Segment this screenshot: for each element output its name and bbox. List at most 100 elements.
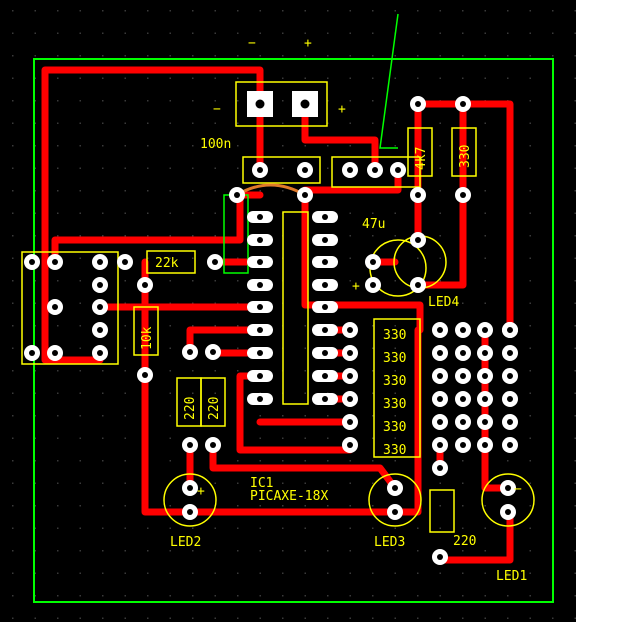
grid-dot <box>529 347 531 349</box>
grid-dot <box>462 527 464 529</box>
pad <box>182 504 198 520</box>
grid-dot <box>529 370 531 372</box>
label-ic-name: PICAXE-18X <box>250 489 328 504</box>
pad <box>365 277 381 293</box>
grid-dot <box>102 572 104 574</box>
pad <box>477 368 493 384</box>
pad <box>432 345 448 361</box>
grid-dot <box>394 347 396 349</box>
grid-dot <box>349 212 351 214</box>
grid-dot <box>79 257 81 259</box>
label-battery-minus: − <box>248 36 256 51</box>
grid-dot <box>192 280 194 282</box>
label-battery-plus: + <box>304 36 312 51</box>
grid-dot <box>169 595 171 597</box>
grid-dot <box>237 167 239 169</box>
grid-dot <box>259 437 261 439</box>
grid-dot <box>529 257 531 259</box>
grid-dot <box>574 505 576 507</box>
led3-outline <box>368 473 422 527</box>
grid-dot <box>147 617 149 619</box>
pad <box>312 279 338 291</box>
grid-dot <box>34 392 36 394</box>
grid-dot <box>102 550 104 552</box>
label-r-330-bank-3: 330 <box>383 374 406 389</box>
grid-dot <box>349 505 351 507</box>
grid-dot <box>372 572 374 574</box>
grid-dot <box>349 460 351 462</box>
pad <box>47 299 63 315</box>
pad <box>455 414 471 430</box>
r-22k-outline <box>146 250 196 274</box>
silkscreen <box>21 81 535 533</box>
pad <box>207 254 223 270</box>
grid-dot <box>169 325 171 327</box>
grid-dot <box>102 190 104 192</box>
grid-dot <box>439 617 441 619</box>
grid-dot <box>439 527 441 529</box>
label-led3: LED3 <box>374 535 405 550</box>
label-r-330-bank-2: 330 <box>383 351 406 366</box>
grid-dot <box>192 167 194 169</box>
grid-dot <box>102 527 104 529</box>
label-r-220-a: 220 <box>183 397 198 420</box>
grid-dot <box>327 55 329 57</box>
grid-dot <box>169 347 171 349</box>
grid-dot <box>12 505 14 507</box>
grid-dot <box>484 167 486 169</box>
grid-dot <box>147 122 149 124</box>
grid-dot <box>372 77 374 79</box>
grid-dot <box>147 527 149 529</box>
grid-dot <box>574 370 576 372</box>
pad <box>24 254 40 270</box>
grid-dot <box>79 415 81 417</box>
grid-dot <box>169 617 171 619</box>
grid-dot <box>147 77 149 79</box>
grid-dot <box>394 10 396 12</box>
grid-dot <box>304 347 306 349</box>
grid-dot <box>34 55 36 57</box>
grid-dot <box>394 325 396 327</box>
grid-dot <box>259 595 261 597</box>
pcb-background <box>0 0 576 622</box>
regulator-outline <box>331 156 421 188</box>
grid-dot <box>214 280 216 282</box>
grid-dot <box>79 550 81 552</box>
grid-dot <box>394 437 396 439</box>
grid-dot <box>214 100 216 102</box>
grid-dot <box>237 505 239 507</box>
grid-dot <box>282 55 284 57</box>
pad <box>432 437 448 453</box>
grid-dot <box>372 482 374 484</box>
grid-dot <box>214 212 216 214</box>
grid-dot <box>349 527 351 529</box>
pad <box>247 279 273 291</box>
grid-dot <box>439 257 441 259</box>
grid-dot <box>57 527 59 529</box>
grid-dot <box>169 302 171 304</box>
grid-dot <box>327 482 329 484</box>
pad <box>342 345 358 361</box>
r-330-bank-outline <box>373 318 421 458</box>
grid-dot <box>169 55 171 57</box>
grid-dot <box>552 32 554 34</box>
grid-dot <box>462 55 464 57</box>
pad <box>47 345 63 361</box>
grid-dot <box>79 212 81 214</box>
silk-labels: − + − + 100n 47u + 22k 10k 4k7 330 330 3… <box>140 36 527 584</box>
grid-dot <box>349 77 351 79</box>
grid-dot <box>102 505 104 507</box>
grid-dot <box>462 302 464 304</box>
grid-dot <box>304 77 306 79</box>
grid-dot <box>282 527 284 529</box>
grid-dot <box>169 437 171 439</box>
grid-dot <box>372 460 374 462</box>
grid-dot <box>192 235 194 237</box>
grid-dot <box>192 145 194 147</box>
grid-dot <box>574 550 576 552</box>
grid-dot <box>12 257 14 259</box>
grid-dot <box>304 617 306 619</box>
grid-dot <box>439 145 441 147</box>
pad <box>502 345 518 361</box>
grid-dot <box>237 617 239 619</box>
